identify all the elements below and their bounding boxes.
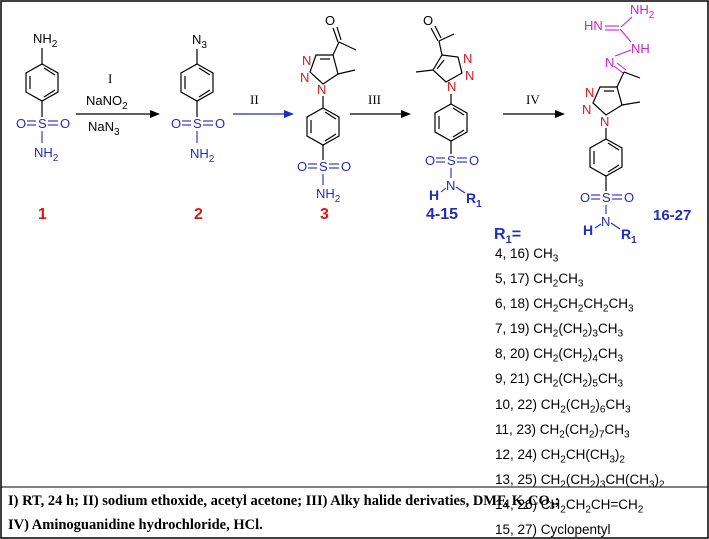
step-1-reagent-2: NaN3 [88, 119, 120, 138]
c4-amide-n: N [446, 178, 455, 193]
c5-oxygen-right: O [624, 190, 634, 205]
c5-amide-n: N [601, 214, 610, 229]
c5-hydrazine-nh: NH [631, 41, 650, 56]
c2-nh2: NH2 [190, 146, 215, 165]
c2-oxygen-right: O [215, 116, 225, 131]
c2-benzene-ring [180, 63, 214, 102]
c3-n3: N [317, 82, 326, 97]
step-1-roman: I [108, 71, 112, 86]
r1-item: 8, 20) CH2(CH2)4CH3 [495, 346, 624, 366]
reaction-step-2: II [233, 92, 294, 118]
compound-4-15-label: 4-15 [426, 206, 458, 223]
c2-oxygen-left: O [171, 116, 181, 131]
c4-n2: N [465, 68, 474, 83]
step-1-reagent-1: NaNO2 [86, 93, 128, 112]
c2-sulfur: S [193, 116, 202, 131]
c3-oxygen-left: O [297, 159, 307, 174]
c3-oxygen-right: O [341, 159, 351, 174]
c4-sulfur: S [447, 153, 456, 168]
c3-sulfur: S [319, 159, 328, 174]
c5-n1: N [585, 85, 594, 100]
r1-item: 10, 22) CH2(CH2)6CH3 [495, 396, 631, 416]
c4-oxygen-left: O [425, 153, 435, 168]
r1-item: 13, 25) CH2(CH2)3CH(CH3)2 [495, 471, 665, 491]
reaction-step-3: III [350, 92, 411, 118]
c2-azide: N3 [192, 32, 207, 51]
c5-n2: N [582, 102, 591, 117]
c5-oxygen-left: O [580, 190, 590, 205]
c4-amide-h: H [429, 187, 439, 203]
step-3-roman: III [368, 92, 381, 107]
c4-r1: R1 [466, 190, 482, 210]
step-2-roman: II [250, 92, 259, 107]
r1-substituent-list: 4, 16) CH3 5, 17) CH2CH3 6, 18) CH2CH2CH2C… [495, 244, 665, 539]
c5-benzene-ring [589, 138, 623, 177]
r1-item: 15, 27) Cyclopentyl [495, 522, 611, 538]
compound-3-label: 3 [320, 206, 329, 223]
c1-nh2-bottom: NH2 [34, 145, 59, 164]
c3-carbonyl-oxygen: O [325, 13, 335, 28]
c4-triazole-ring [432, 54, 463, 83]
c5-n3: N [600, 114, 609, 129]
compound-2-label: 2 [194, 206, 203, 223]
compound-1: NH2 S O O NH2 1 [16, 31, 70, 223]
compound-4-15: O N N N S O O N H R1 4-15 [415, 13, 482, 223]
r1-item: 7, 19) CH2(CH2)3CH3 [495, 321, 624, 340]
footnote-line-2: IV) Aminoguanidine hydrochloride, HCl. [8, 516, 263, 533]
c1-oxygen-left: O [16, 116, 26, 131]
compound-16-27-label: 16-27 [653, 207, 691, 224]
c1-benzene-ring [25, 63, 59, 102]
compound-2: N3 S O O NH2 2 [171, 32, 225, 223]
reaction-step-4: IV [503, 92, 565, 118]
c4-oxygen-right: O [469, 153, 479, 168]
reaction-step-1: I NaNO2 NaN3 [76, 71, 160, 138]
c5-r1: R1 [621, 226, 637, 246]
r1-item: 6, 18) CH2CH2CH2CH3 [495, 296, 634, 315]
c1-sulfur: S [38, 116, 47, 131]
c3-nh2: NH2 [316, 186, 341, 205]
c4-n3: N [447, 79, 456, 94]
c4-n1: N [463, 51, 472, 66]
c3-n2: N [300, 70, 309, 85]
footnote-line-1: I) RT, 24 h; II) sodium ethoxide, acetyl… [8, 493, 560, 512]
c5-imine-hn: HN [584, 18, 603, 33]
r1-item: 14, 26) CH2CH2CH=CH2 [495, 496, 644, 516]
c4-benzene-ring [434, 103, 468, 142]
c1-oxygen-right: O [60, 116, 70, 131]
compound-1-label: 1 [38, 206, 47, 223]
r1-item: 12, 24) CH2CH(CH3)2 [495, 446, 625, 466]
r1-item: 5, 17) CH2CH3 [495, 271, 584, 290]
c5-sulfur: S [602, 190, 611, 205]
footnote: I) RT, 24 h; II) sodium ethoxide, acetyl… [8, 492, 702, 534]
c3-triazole-ring [309, 54, 339, 85]
c3-benzene-ring [306, 107, 340, 146]
c5-nh2: NH2 [630, 2, 655, 21]
r1-heading: R1= [494, 226, 522, 247]
c5-triazole-ring [592, 86, 623, 116]
r1-item: 9, 21) CH2(CH2)5CH3 [495, 371, 624, 391]
compound-16-27: NH2 HN NH N N N N S O O N H [580, 2, 691, 246]
compound-3: O N N N S O O NH2 3 [297, 13, 357, 223]
c3-n1: N [302, 53, 311, 68]
step-4-roman: IV [526, 92, 540, 107]
c5-amide-h: H [583, 222, 593, 238]
c5-hydrazone-n: N [605, 55, 614, 70]
r1-item: 11, 23) CH2(CH2)7CH3 [495, 421, 630, 441]
c1-nh2-top: NH2 [33, 31, 58, 50]
c4-carbonyl-oxygen: O [423, 13, 433, 28]
r1-item: 4, 16) CH3 [495, 246, 559, 265]
